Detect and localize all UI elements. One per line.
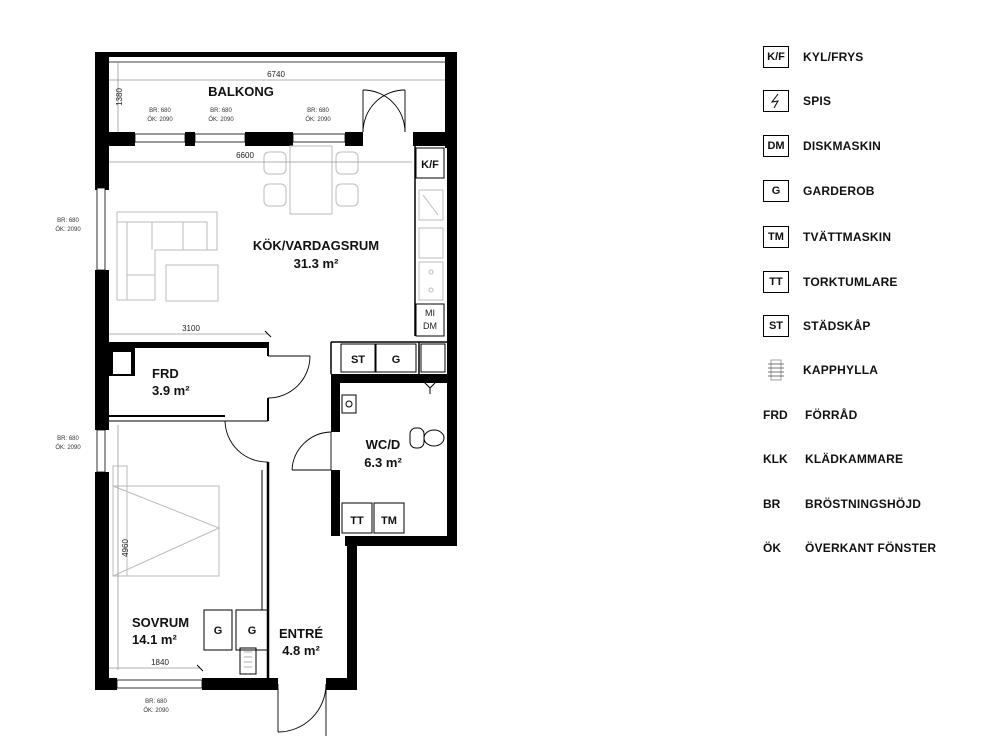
dim-living-width: 6600 xyxy=(236,151,254,160)
fixture-dm: DM xyxy=(423,321,437,331)
svg-text:BR: 680: BR: 680 xyxy=(57,218,79,224)
legend-row: TT TORKTUMLARE xyxy=(763,269,898,295)
legend-row: K/F KYL/FRYS xyxy=(763,44,864,70)
wc-fixtures xyxy=(341,381,445,449)
fixture-g-bed-1: G xyxy=(214,625,223,637)
interior-walls xyxy=(109,146,447,678)
living-furniture xyxy=(116,145,444,302)
legend-code: ÖK xyxy=(763,541,781,555)
svg-text:BR: 680: BR: 680 xyxy=(149,108,171,114)
legend-code-box: ST xyxy=(763,315,789,337)
legend-code-box: TM xyxy=(763,226,789,248)
legend-label: GARDEROB xyxy=(803,184,875,198)
room-balkong-name: BALKONG xyxy=(208,84,274,99)
legend-row: G GARDEROB xyxy=(763,178,875,204)
outer-walls xyxy=(95,52,457,690)
legend-label: DISKMASKIN xyxy=(803,139,882,153)
legend-label: KAPPHYLLA xyxy=(803,363,879,377)
dim-bedroom-width: 1840 xyxy=(151,658,169,667)
fixture-mi: MI xyxy=(425,308,435,318)
legend-label: SPIS xyxy=(803,94,832,108)
room-sovrum-name: SOVRUM xyxy=(132,615,189,630)
legend-row: KAPPHYLLA xyxy=(763,357,878,383)
svg-text:BR: 680: BR: 680 xyxy=(210,108,232,114)
legend-label: TVÄTTMASKIN xyxy=(803,230,892,244)
legend-label: BRÖSTNINGSHÖJD xyxy=(805,497,922,511)
legend-code-box: TT xyxy=(763,271,789,293)
fixture-st: ST xyxy=(351,354,365,366)
fixture-tm: TM xyxy=(381,515,397,527)
svg-text:ÖK: 2090: ÖK: 2090 xyxy=(147,116,173,123)
fixture-kf: K/F xyxy=(421,159,439,171)
room-kok-name: KÖK/VARDAGSRUM xyxy=(253,238,379,253)
room-entre-area: 4.8 m² xyxy=(282,643,320,658)
svg-text:ÖK: 2090: ÖK: 2090 xyxy=(305,116,331,123)
room-frd-area: 3.9 m² xyxy=(152,383,190,398)
svg-text:BR: 680: BR: 680 xyxy=(57,436,79,442)
svg-text:ÖK: 2090: ÖK: 2090 xyxy=(208,116,234,123)
legend-code-box: DM xyxy=(763,135,789,157)
legend-row: DM DISKMASKIN xyxy=(763,133,881,159)
legend-row: ST STÄDSKÅP xyxy=(763,313,871,339)
svg-text:BR: 680: BR: 680 xyxy=(145,699,167,705)
legend-row: FRD FÖRRÅD xyxy=(763,402,858,428)
floor-plan: K/F MI DM ST G TT TM G G 6740 1380 xyxy=(55,52,457,736)
legend-code-box: G xyxy=(763,180,789,202)
legend-label: STÄDSKÅP xyxy=(803,319,871,333)
legend-label: KLÄDKAMMARE xyxy=(805,452,904,466)
legend-row: ÖK ÖVERKANT FÖNSTER xyxy=(763,535,936,561)
fixture-tt: TT xyxy=(350,515,364,527)
bed xyxy=(112,465,221,577)
svg-text:ÖK: 2090: ÖK: 2090 xyxy=(143,707,169,714)
room-wc-area: 6.3 m² xyxy=(364,455,402,470)
legend-label: FÖRRÅD xyxy=(805,408,858,422)
legend-code-box: K/F xyxy=(763,46,789,68)
svg-text:BR: 680: BR: 680 xyxy=(307,108,329,114)
legend-row: SPIS xyxy=(763,88,831,114)
fixture-g-bed-2: G xyxy=(248,625,257,637)
legend-label: KYL/FRYS xyxy=(803,50,864,64)
fixture-g-hall: G xyxy=(392,354,401,366)
dim-balcony-depth: 1380 xyxy=(115,88,124,106)
window-notes: BR: 680 ÖK: 2090 BR: 680 ÖK: 2090 BR: 68… xyxy=(55,108,331,714)
dimension-lines xyxy=(109,62,445,672)
legend-code: BR xyxy=(763,497,781,511)
stove-icon xyxy=(763,90,789,112)
room-entre-name: ENTRÉ xyxy=(279,626,323,641)
legend-row: KLK KLÄDKAMMARE xyxy=(763,446,903,472)
legend-code: FRD xyxy=(763,408,788,422)
room-sovrum-area: 14.1 m² xyxy=(132,632,177,647)
doors xyxy=(224,89,406,736)
room-wc-name: WC/D xyxy=(366,437,401,452)
svg-text:ÖK: 2090: ÖK: 2090 xyxy=(55,444,81,451)
fixture-boxes: K/F MI DM ST G TT TM G G xyxy=(203,147,446,675)
legend-row: BR BRÖSTNINGSHÖJD xyxy=(763,491,921,517)
room-frd-name: FRD xyxy=(152,366,179,381)
legend-code: KLK xyxy=(763,452,788,466)
room-kok-area: 31.3 m² xyxy=(294,256,339,271)
svg-text:ÖK: 2090: ÖK: 2090 xyxy=(55,226,81,233)
dim-bedroom-depth: 4960 xyxy=(121,539,130,557)
legend-label: TORKTUMLARE xyxy=(803,275,898,289)
hat-shelf-icon xyxy=(763,359,789,381)
dim-balcony-width: 6740 xyxy=(267,70,285,79)
legend-label: ÖVERKANT FÖNSTER xyxy=(805,541,937,555)
legend-row: TM TVÄTTMASKIN xyxy=(763,224,891,250)
dim-living-depth: 3100 xyxy=(182,324,200,333)
